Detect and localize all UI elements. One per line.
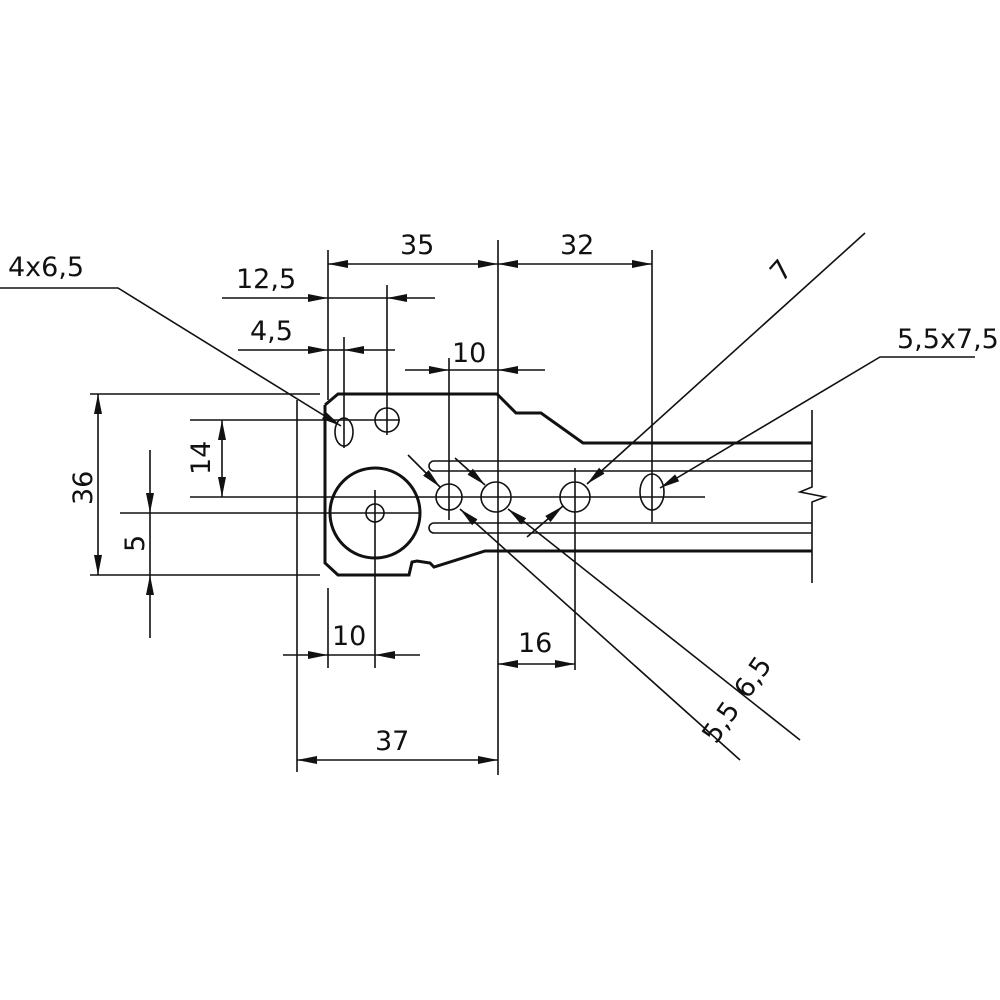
label-32: 32 <box>560 230 594 261</box>
label-10-top: 10 <box>452 338 486 369</box>
extension-lines <box>90 240 705 775</box>
dimension-lines <box>94 260 652 764</box>
holes <box>328 407 665 560</box>
leader-lines <box>0 232 975 761</box>
label-35: 35 <box>400 230 434 261</box>
label-36: 36 <box>68 471 99 505</box>
label-7: 7 <box>764 254 799 288</box>
label-37: 37 <box>375 726 409 757</box>
label-4-5: 4,5 <box>250 316 293 347</box>
label-10-bottom: 10 <box>332 621 366 652</box>
part-outline <box>323 392 828 583</box>
label-5-5: 5,5 <box>696 696 746 749</box>
label-5: 5 <box>120 535 151 552</box>
label-6-5: 6,5 <box>728 651 778 704</box>
label-holes-4x6-5: 4x6,5 <box>8 252 84 283</box>
label-12-5: 12,5 <box>236 264 296 295</box>
label-16: 16 <box>518 628 552 659</box>
label-5-5x7-5: 5,5x7,5 <box>897 324 999 355</box>
label-14: 14 <box>186 441 217 475</box>
break-line <box>797 410 828 583</box>
